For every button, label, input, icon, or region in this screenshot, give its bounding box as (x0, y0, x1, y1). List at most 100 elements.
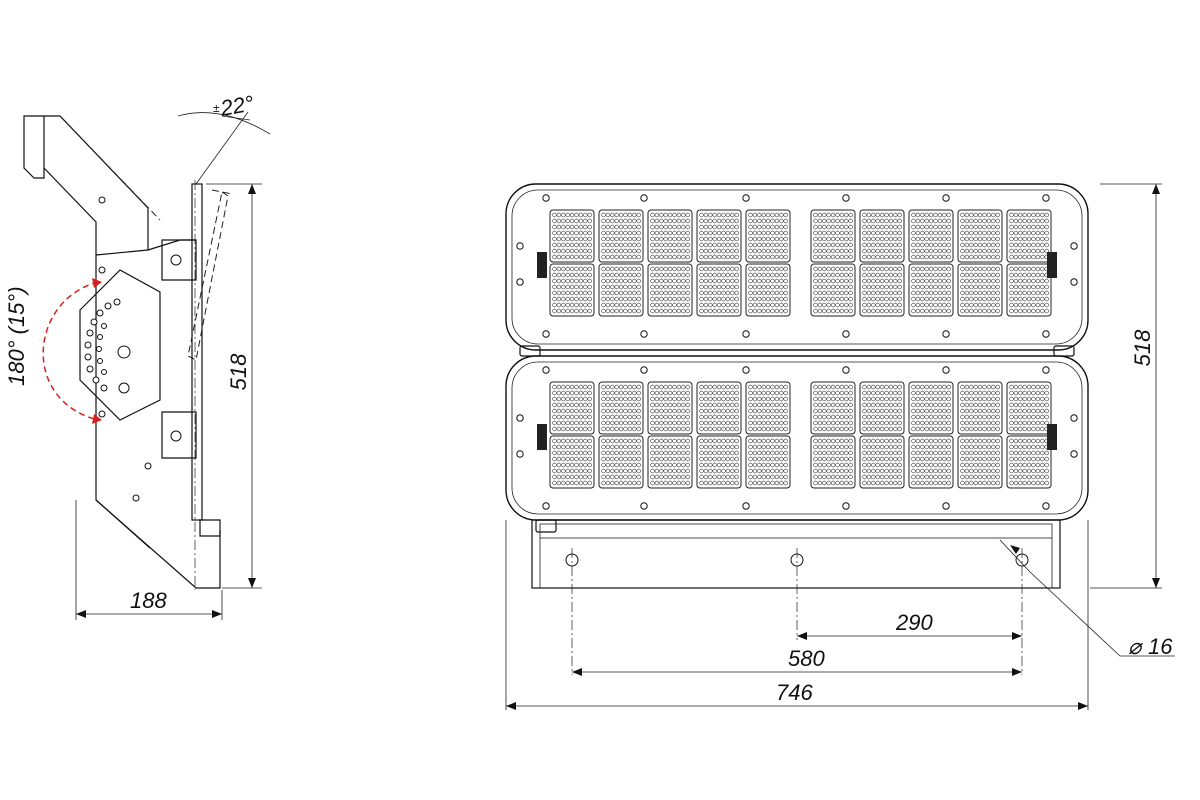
led-chip (862, 266, 867, 272)
led-chip (1044, 278, 1049, 284)
led-chip (817, 272, 823, 278)
led-chip (601, 462, 606, 468)
led-chip (991, 230, 996, 236)
led-chip (569, 266, 575, 272)
led-module (1006, 263, 1052, 317)
led-chip (848, 284, 853, 290)
led-chip (830, 414, 836, 420)
led-chip (605, 212, 611, 218)
led-chip (663, 456, 668, 462)
led-chip (712, 408, 717, 414)
led-chip (583, 402, 588, 408)
led-chip (574, 462, 579, 468)
led-chip (933, 384, 938, 390)
led-chip (888, 468, 894, 474)
led-chip (817, 266, 823, 272)
led-chip (601, 284, 606, 290)
led-chip (667, 396, 673, 402)
led-chip (761, 450, 766, 456)
led-chip (844, 254, 849, 260)
led-chip (770, 426, 775, 432)
led-chip (610, 426, 615, 432)
led-chip (716, 230, 722, 236)
led-chip (730, 450, 735, 456)
led-chip (587, 456, 592, 462)
led-chip (866, 248, 872, 254)
led-chip (601, 444, 606, 450)
led-chip (915, 302, 921, 308)
led-chip (871, 456, 876, 462)
led-chip (813, 248, 818, 254)
led-chip (699, 302, 704, 308)
led-chip (676, 444, 682, 450)
led-chip (977, 384, 983, 390)
led-chip (933, 456, 938, 462)
led-chip (681, 242, 686, 248)
led-module (549, 263, 595, 317)
led-chip (839, 456, 845, 462)
led-chip (774, 420, 780, 426)
led-chip (730, 218, 735, 224)
led-chip (632, 384, 637, 390)
led-chip (862, 438, 867, 444)
led-chip (601, 308, 606, 314)
led-chip (1013, 468, 1019, 474)
led-chip (730, 474, 735, 480)
led-chip (725, 414, 731, 420)
led-chip (685, 456, 690, 462)
led-chip (942, 230, 947, 236)
led-chip (672, 242, 677, 248)
led-chip (757, 242, 762, 248)
led-chip (636, 266, 641, 272)
led-chip (614, 408, 619, 414)
led-chip (574, 302, 579, 308)
led-chip (1044, 414, 1049, 420)
led-chip (774, 248, 780, 254)
led-chip (937, 302, 943, 308)
led-chip (583, 408, 588, 414)
led-chip (946, 480, 951, 486)
led-chip (946, 290, 951, 296)
led-chip (977, 230, 983, 236)
led-chip (765, 266, 771, 272)
led-chip (765, 248, 771, 254)
led-chip (920, 272, 925, 278)
led-chip (783, 468, 788, 474)
led-chip (654, 230, 660, 236)
led-chip (866, 420, 872, 426)
led-chip (650, 242, 655, 248)
led-chip (893, 480, 898, 486)
led-chip (761, 480, 766, 486)
led-chip (561, 438, 566, 444)
led-chip (618, 420, 624, 426)
led-chip (1040, 480, 1045, 486)
led-chip (893, 218, 898, 224)
led-chip (960, 468, 965, 474)
led-chip (605, 390, 611, 396)
led-chip (946, 456, 951, 462)
led-chip (708, 218, 713, 224)
led-chip (1013, 242, 1019, 248)
led-chip (654, 224, 660, 230)
led-chip (1026, 266, 1032, 272)
led-chip (761, 420, 766, 426)
led-chip (835, 396, 840, 402)
led-chip (734, 302, 739, 308)
led-chip (672, 384, 677, 390)
led-chip (933, 236, 938, 242)
led-chip (623, 272, 628, 278)
led-chip (969, 474, 974, 480)
led-chip (667, 308, 673, 314)
led-chip (610, 254, 615, 260)
panel-screw-hole (942, 502, 950, 510)
led-chip (817, 444, 823, 450)
led-chip (866, 254, 872, 260)
led-chip (578, 278, 584, 284)
led-chip (632, 290, 637, 296)
led-chip (1022, 468, 1027, 474)
led-chip (583, 308, 588, 314)
led-chip (552, 272, 557, 278)
led-chip (830, 480, 836, 486)
led-chip (681, 420, 686, 426)
led-chip (583, 414, 588, 420)
